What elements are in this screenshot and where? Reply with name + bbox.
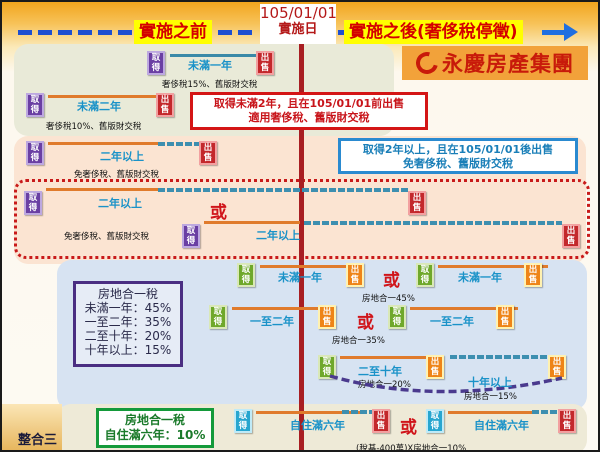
or-label: 或 [400,418,417,438]
extended-holding-line [304,221,562,225]
tax-note: 房地合一45% [362,294,415,304]
sell-tag: 出售 [408,191,426,215]
acquire-tag: 取得 [147,51,165,75]
acquire-tag: 取得 [209,305,227,329]
holding-line [438,265,548,268]
extended-holding-line [450,355,550,359]
sell-tag: 出售 [156,93,174,117]
sell-tag: 出售 [426,355,444,379]
arrow-right-icon [564,23,578,41]
combined-tax-rate-box: 房地合一稅 未滿一年：45% 一至二年：35% 二至十年：20% 十年以上：15… [73,281,183,367]
extended-holding-line [532,410,560,414]
after-label: 實施之後(奢侈稅停徵) [344,20,523,44]
before-label: 實施之前 [134,20,212,44]
sell-tag: 出售 [199,141,217,165]
holding-line [48,142,158,145]
tax-note: 房地合一20% [358,380,411,390]
implementation-date-line [299,44,304,450]
date-value: 105/01/01 [260,4,337,22]
sell-tag: 出售 [256,51,274,75]
holding-line [48,95,158,98]
or-label: 或 [383,271,400,291]
luxury-tax-callout: 取得未滿2年，且在105/01/01前出售 適用奢侈稅、舊版財交稅 [190,92,428,130]
holding-line [170,54,256,57]
acquire-tag: 取得 [26,141,44,165]
date-caption: 實施日 [278,22,318,37]
acquire-tag: 取得 [426,409,444,433]
holding-line [256,411,360,414]
duration-label: 一至二年 [250,315,294,328]
duration-label: 十年以上 [468,376,512,389]
duration-label: 未滿一年 [458,271,502,284]
logo-mark-icon [411,47,443,79]
tax-note: 免奢侈稅、舊版財交稅 [64,232,150,242]
acquire-tag: 取得 [416,263,434,287]
exempt-callout: 取得2年以上，且在105/01/01後出售 免奢侈稅、舊版財交稅 [338,138,578,174]
duration-label: 二年以上 [98,197,142,210]
sell-tag: 出售 [524,263,542,287]
sell-tag: 出售 [558,409,576,433]
holding-line [448,411,532,414]
tax-note: 奢侈稅15%、舊版財交稅 [162,80,258,90]
sell-tag: 出售 [562,224,580,248]
footer-text: 整合三 [18,433,58,448]
acquire-tag: 取得 [234,409,252,433]
footer-image [2,404,62,450]
acquire-tag: 取得 [24,191,42,215]
timeline-dash-mid [198,30,258,35]
tax-note: 房地合一15% [464,392,517,402]
duration-label: 自住滿六年 [474,419,529,432]
extended-holding-line [158,188,410,192]
acquire-tag: 取得 [182,224,200,248]
self-use-rate-box: 房地合一稅 自住滿六年：10% [96,408,214,448]
duration-label: 未滿二年 [77,100,121,113]
implementation-date: 105/01/01 實施日 [260,4,337,44]
company-logo: 永慶房產集團 [402,46,588,80]
or-label: 或 [210,203,227,223]
acquire-tag: 取得 [26,93,44,117]
holding-line [204,221,300,224]
acquire-tag: 取得 [237,263,255,287]
duration-label: 自住滿六年 [290,419,345,432]
duration-label: 二至十年 [358,365,402,378]
holding-line [260,265,348,268]
acquire-tag: 取得 [318,355,336,379]
holding-line [46,188,158,191]
extended-holding-line [158,142,200,146]
duration-label: 一至二年 [430,315,474,328]
sell-tag: 出售 [318,305,336,329]
sell-tag: 出售 [346,263,364,287]
tax-note: 免奢侈稅、舊版財交稅 [74,170,160,180]
or-label: 或 [357,313,374,333]
duration-label: 二年以上 [256,229,300,242]
holding-line [410,307,518,310]
logo-text: 永慶房產集團 [442,52,574,76]
timeline-dash-left [18,30,132,35]
tax-note: (稅基-400萬)X房地合一10% [356,444,467,452]
duration-label: 未滿一年 [278,271,322,284]
duration-label: 二年以上 [100,150,144,163]
duration-label: 未滿一年 [188,59,232,72]
acquire-tag: 取得 [388,305,406,329]
holding-line [232,307,324,310]
tax-note: 奢侈稅10%、舊版財交稅 [46,122,142,132]
sell-tag: 出售 [372,409,390,433]
extended-holding-line [342,410,372,414]
sell-tag: 出售 [496,305,514,329]
timeline-dash-end [542,30,564,35]
holding-line [340,356,432,359]
long-holding-curve [329,374,563,394]
tax-note: 房地合一35% [332,336,385,346]
